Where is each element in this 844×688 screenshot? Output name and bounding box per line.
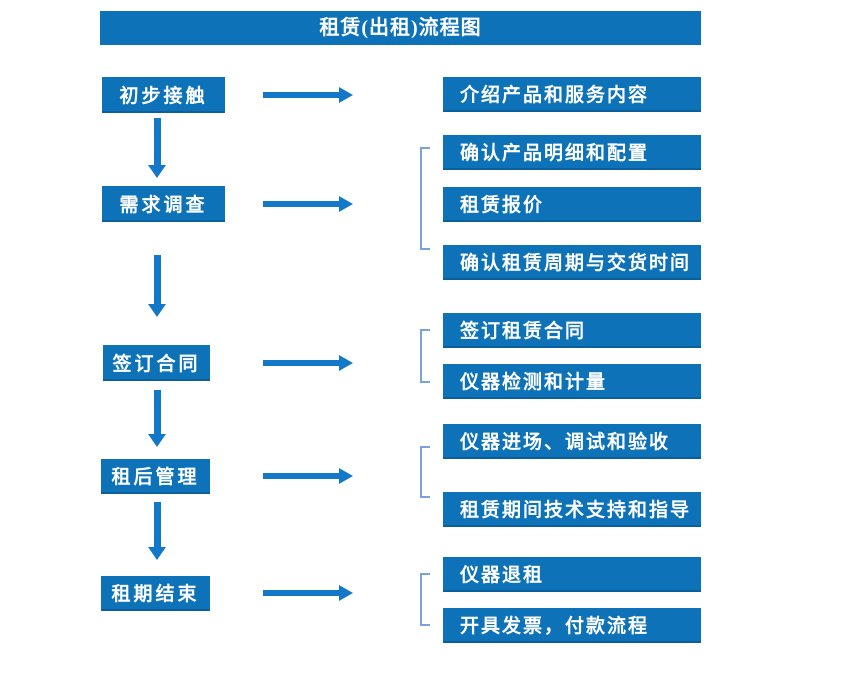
flowchart-title: 租赁(出租)流程图 [100, 11, 701, 45]
output-box-sign-rental-contract: 签订租赁合同 [443, 313, 701, 348]
group-bracket-lease-end [420, 573, 430, 626]
right-arrow-2 [263, 196, 353, 212]
group-bracket-post-rental-mgmt [420, 446, 430, 498]
output-box-rental-quote: 租赁报价 [443, 187, 701, 222]
down-arrow-1 [148, 118, 167, 178]
right-arrow-1 [263, 87, 353, 103]
step-box-demand-survey: 需求调查 [102, 186, 225, 222]
group-bracket-demand-survey [420, 147, 430, 250]
output-box-instrument-return: 仪器退租 [443, 557, 701, 592]
right-arrow-5 [263, 585, 353, 601]
right-arrow-3 [263, 355, 353, 371]
down-arrow-2 [148, 255, 167, 317]
output-box-instrument-setup: 仪器进场、调试和验收 [443, 424, 701, 459]
output-box-invoice-payment: 开具发票，付款流程 [443, 608, 701, 643]
output-box-tech-support: 租赁期间技术支持和指导 [443, 492, 701, 527]
output-box-introduce-products: 介绍产品和服务内容 [443, 77, 701, 112]
group-bracket-sign-contract [420, 329, 430, 383]
step-box-lease-end: 租期结束 [101, 576, 210, 611]
right-arrow-4 [263, 468, 353, 484]
step-box-post-rental-mgmt: 租后管理 [101, 459, 210, 494]
step-box-sign-contract: 签订合同 [103, 345, 210, 381]
down-arrow-4 [148, 502, 167, 560]
step-box-initial-contact: 初步接触 [102, 77, 225, 113]
output-box-confirm-period: 确认租赁周期与交货时间 [443, 245, 701, 280]
down-arrow-3 [148, 390, 167, 447]
output-box-confirm-details: 确认产品明细和配置 [443, 135, 701, 170]
output-box-instrument-testing: 仪器检测和计量 [443, 364, 701, 399]
